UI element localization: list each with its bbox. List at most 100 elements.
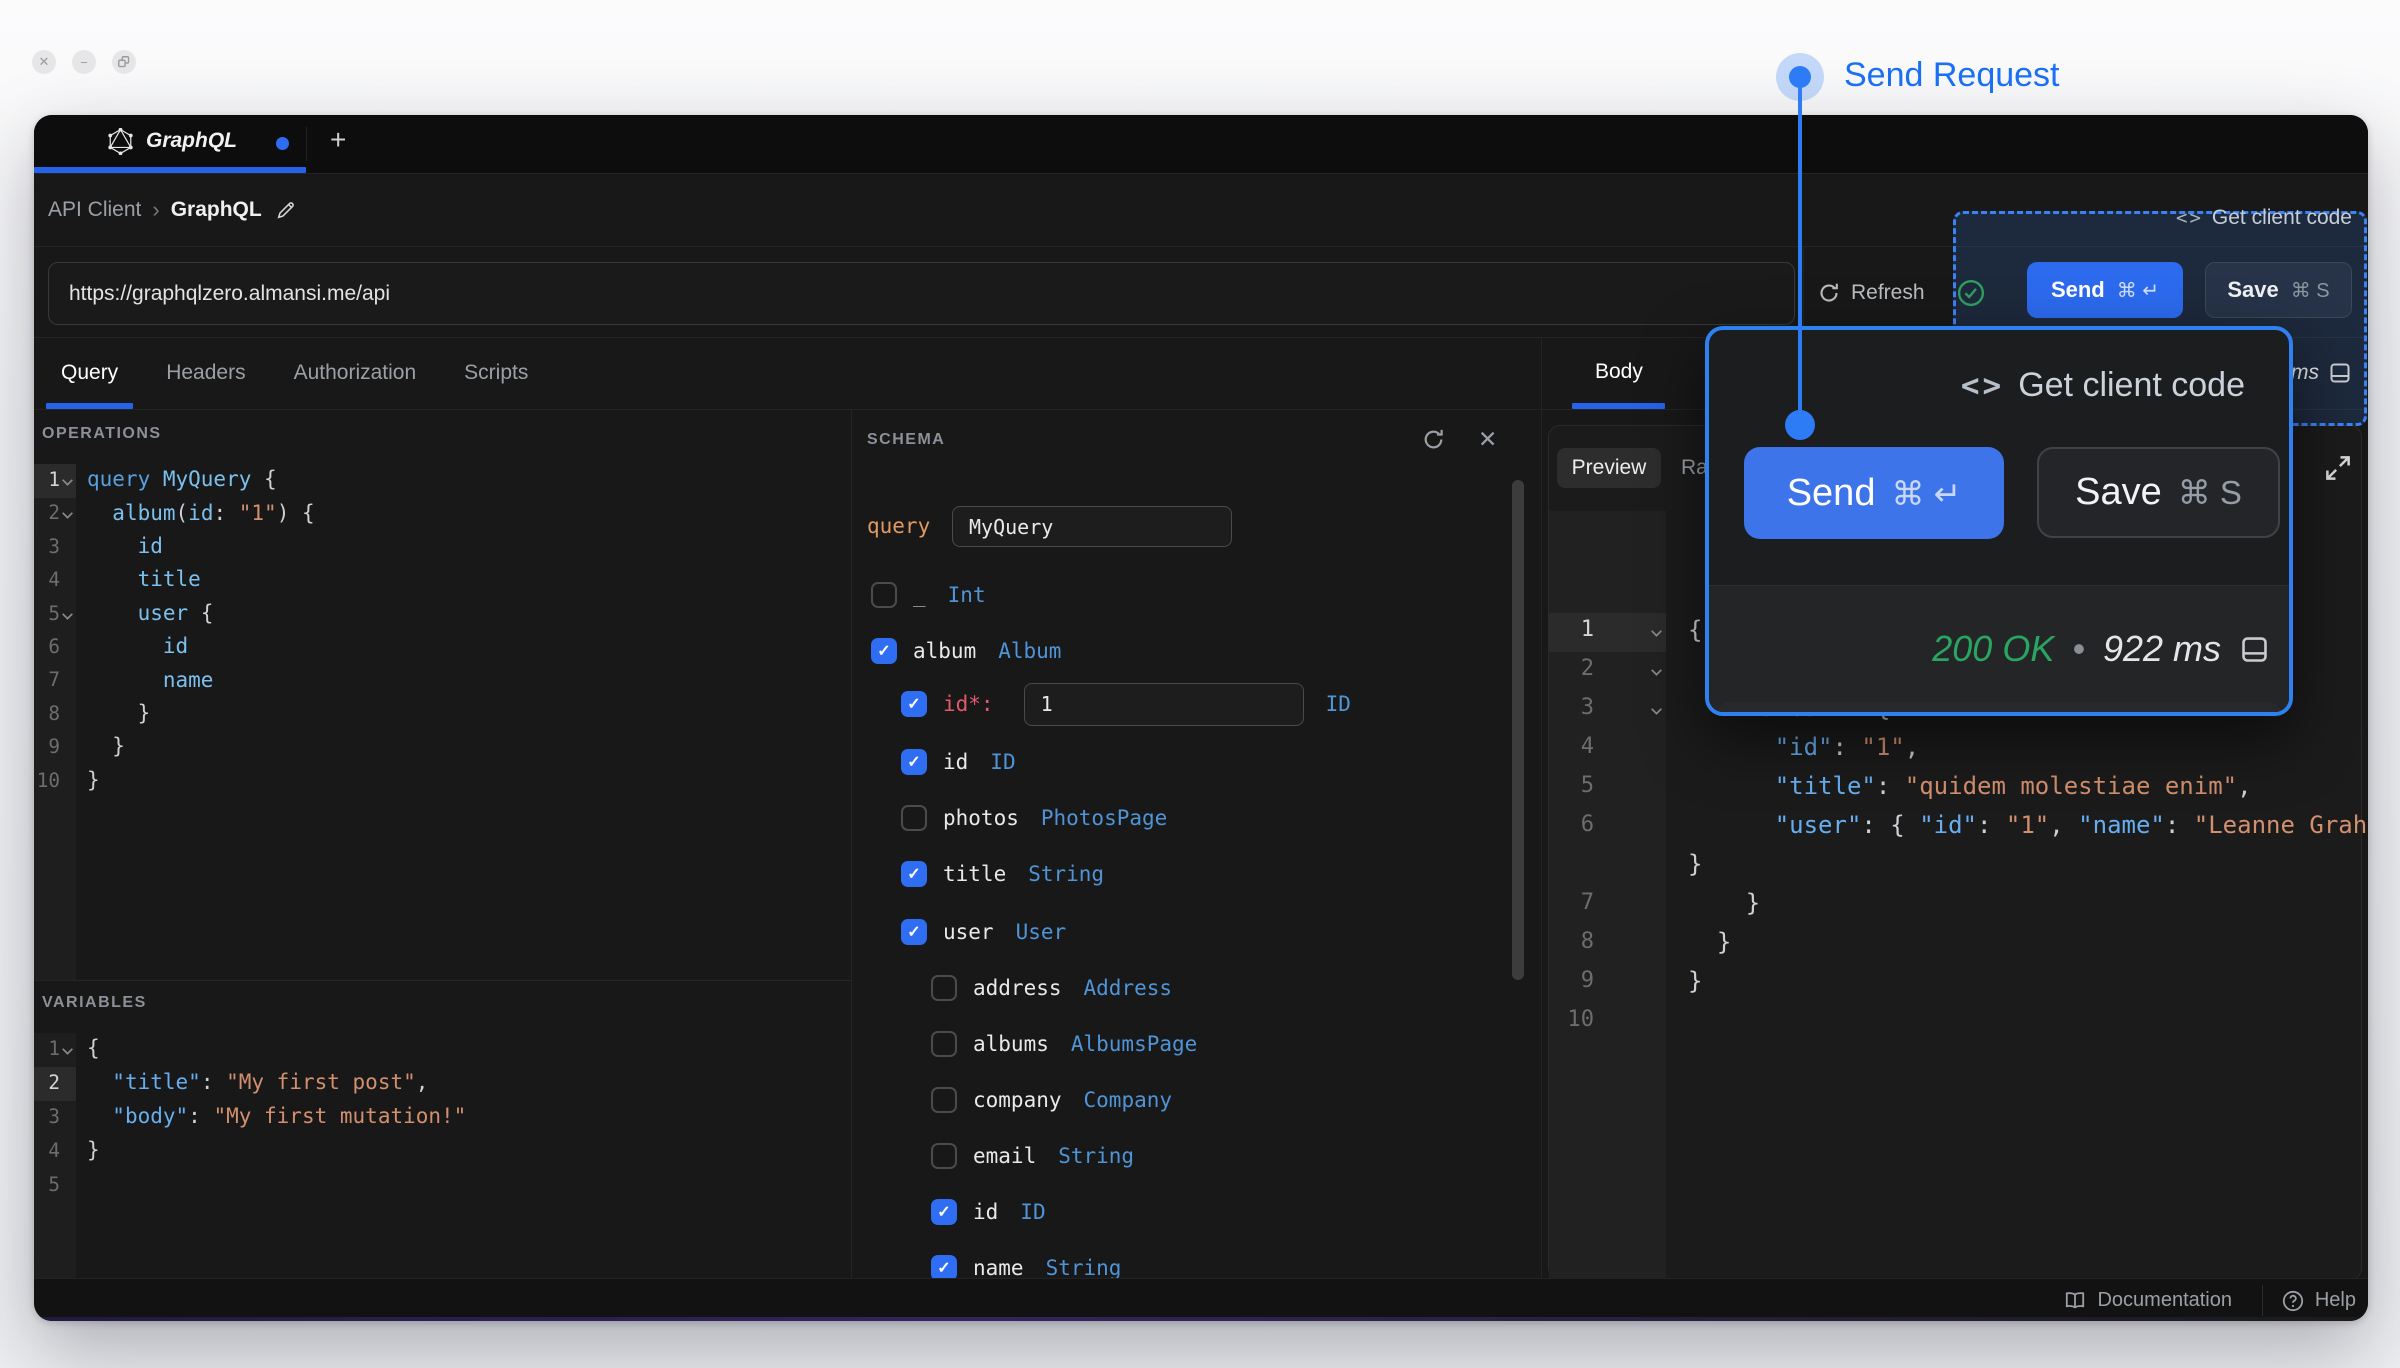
field-type: PhotosPage	[1040, 806, 1168, 830]
schema-label: SCHEMA	[867, 431, 946, 448]
variables-editor[interactable]: VARIABLES 1{2 "title": "My first post",3…	[34, 980, 851, 1278]
new-tab-button[interactable]: +	[330, 124, 347, 155]
field-type: String	[1058, 1144, 1135, 1168]
help-link[interactable]: Help	[2281, 1279, 2356, 1321]
code-line: "id": "1",	[1774, 733, 1920, 762]
response-editor[interactable]: 1{2 "data": {3 "album": {4 "id": "1",5 "…	[1549, 426, 2368, 1278]
fold-chevron-icon[interactable]	[60, 1044, 75, 1064]
callout-dot-icon	[1789, 66, 1811, 88]
field-type: AlbumsPage	[1070, 1032, 1198, 1056]
operation-name-input[interactable]	[952, 506, 1232, 547]
edit-name-pencil-icon[interactable]	[275, 199, 297, 221]
field-name: company	[973, 1088, 1062, 1112]
code-line: id	[162, 634, 189, 659]
line-number: 2	[1580, 656, 1594, 682]
schema-scrollbar[interactable]	[1512, 480, 1524, 980]
minimize-window-icon[interactable]: −	[72, 50, 96, 74]
code-line: album(id: "1") {	[112, 500, 315, 525]
field-checkbox[interactable]: ✓	[901, 691, 927, 717]
line-number: 3	[1580, 695, 1594, 721]
fold-chevron-icon[interactable]	[60, 475, 75, 495]
panel-toggle-icon[interactable]	[2239, 633, 2270, 666]
callout-label: Send Request	[1844, 56, 2060, 94]
field-checkbox[interactable]: ✓	[871, 638, 897, 664]
breadcrumb-root[interactable]: API Client	[48, 197, 142, 221]
send-button[interactable]: Send⌘ ↵	[2027, 262, 2183, 318]
field-type: Address	[1083, 976, 1173, 1000]
fold-chevron-icon[interactable]	[1649, 626, 1664, 646]
request-tabs: Query Headers Authorization Scripts	[61, 337, 528, 409]
line-number: 10	[1567, 1007, 1594, 1033]
variables-label: VARIABLES	[42, 994, 147, 1011]
field-checkbox[interactable]	[931, 1031, 957, 1057]
schema-refresh-icon[interactable]	[1421, 427, 1446, 457]
get-client-code-link[interactable]: <> Get client code	[2176, 206, 2352, 229]
line-number: 6	[48, 635, 60, 658]
field-type: Int	[947, 583, 986, 607]
line-number: 2	[48, 501, 60, 525]
line-number: 5	[1580, 773, 1594, 799]
operation-keyword: query	[867, 514, 931, 538]
field-name: id	[943, 750, 969, 774]
save-button[interactable]: Save⌘ S	[2205, 262, 2352, 318]
line-number: 5	[48, 601, 60, 625]
field-checkbox[interactable]: ✓	[901, 749, 927, 775]
tab-query[interactable]: Query	[61, 361, 119, 384]
popup-save-button[interactable]: Save⌘ S	[2037, 447, 2280, 538]
close-window-icon[interactable]: ✕	[32, 50, 56, 74]
tab-graphql[interactable]: GraphQL	[107, 115, 237, 167]
line-number: 8	[1580, 929, 1594, 955]
code-icon: <>	[2176, 207, 2203, 229]
field-checkbox[interactable]: ✓	[901, 919, 927, 945]
url-input[interactable]	[48, 262, 1795, 325]
field-checkbox[interactable]	[901, 805, 927, 831]
popup-send-button[interactable]: Send⌘ ↵	[1744, 447, 2004, 539]
tab-body[interactable]: Body	[1595, 360, 1643, 383]
connection-ok-icon	[1956, 278, 1986, 313]
tab-headers[interactable]: Headers	[166, 361, 246, 384]
code-line: }	[1688, 928, 1732, 957]
refresh-button[interactable]: Refresh	[1817, 278, 1925, 308]
fold-chevron-icon[interactable]	[1649, 665, 1664, 685]
code-line: }	[1688, 850, 1703, 879]
field-checkbox[interactable]: ✓	[931, 1199, 957, 1225]
popup-response-status: 200 OK • 922 ms	[1709, 585, 2289, 712]
tab-authorization[interactable]: Authorization	[293, 361, 417, 384]
active-line-highlight	[34, 464, 76, 498]
fold-chevron-icon[interactable]	[1649, 704, 1664, 724]
field-checkbox[interactable]	[931, 1143, 957, 1169]
fold-chevron-icon[interactable]	[60, 508, 75, 528]
line-number: 4	[48, 568, 60, 592]
active-body-tab-underline	[1572, 403, 1665, 409]
book-icon	[2066, 1291, 2085, 1308]
popup-get-client-code-link[interactable]: <> Get client code	[1960, 366, 2245, 404]
field-checkbox[interactable]: ✓	[901, 861, 927, 887]
code-icon: <>	[1960, 367, 2005, 404]
field-checkbox[interactable]	[931, 975, 957, 1001]
line-number: 10	[36, 768, 60, 792]
argument-value-input[interactable]	[1023, 682, 1304, 726]
schema-close-icon[interactable]: ✕	[1478, 426, 1498, 452]
view-tab-preview[interactable]: Preview	[1557, 448, 1661, 488]
fold-chevron-icon[interactable]	[60, 609, 75, 629]
app-window: GraphQL + API Client › GraphQL Refresh	[34, 115, 2368, 1321]
documentation-link[interactable]: Documentation	[2063, 1279, 2232, 1321]
restore-window-icon[interactable]	[112, 50, 136, 74]
code-line: }	[1688, 967, 1703, 996]
active-line-highlight	[1549, 612, 1666, 652]
field-checkbox[interactable]	[931, 1087, 957, 1113]
field-checkbox[interactable]: ✓	[931, 1255, 957, 1278]
field-name: id*:	[943, 692, 994, 716]
code-line: user {	[137, 600, 214, 625]
field-type: User	[1015, 920, 1067, 944]
expand-icon[interactable]	[2323, 453, 2353, 488]
code-line: }	[87, 1138, 100, 1163]
operations-label: OPERATIONS	[42, 425, 162, 442]
tab-scripts[interactable]: Scripts	[464, 361, 529, 384]
field-type: Album	[998, 639, 1062, 663]
field-checkbox[interactable]	[871, 582, 897, 608]
panel-toggle-icon[interactable]	[2328, 361, 2352, 385]
